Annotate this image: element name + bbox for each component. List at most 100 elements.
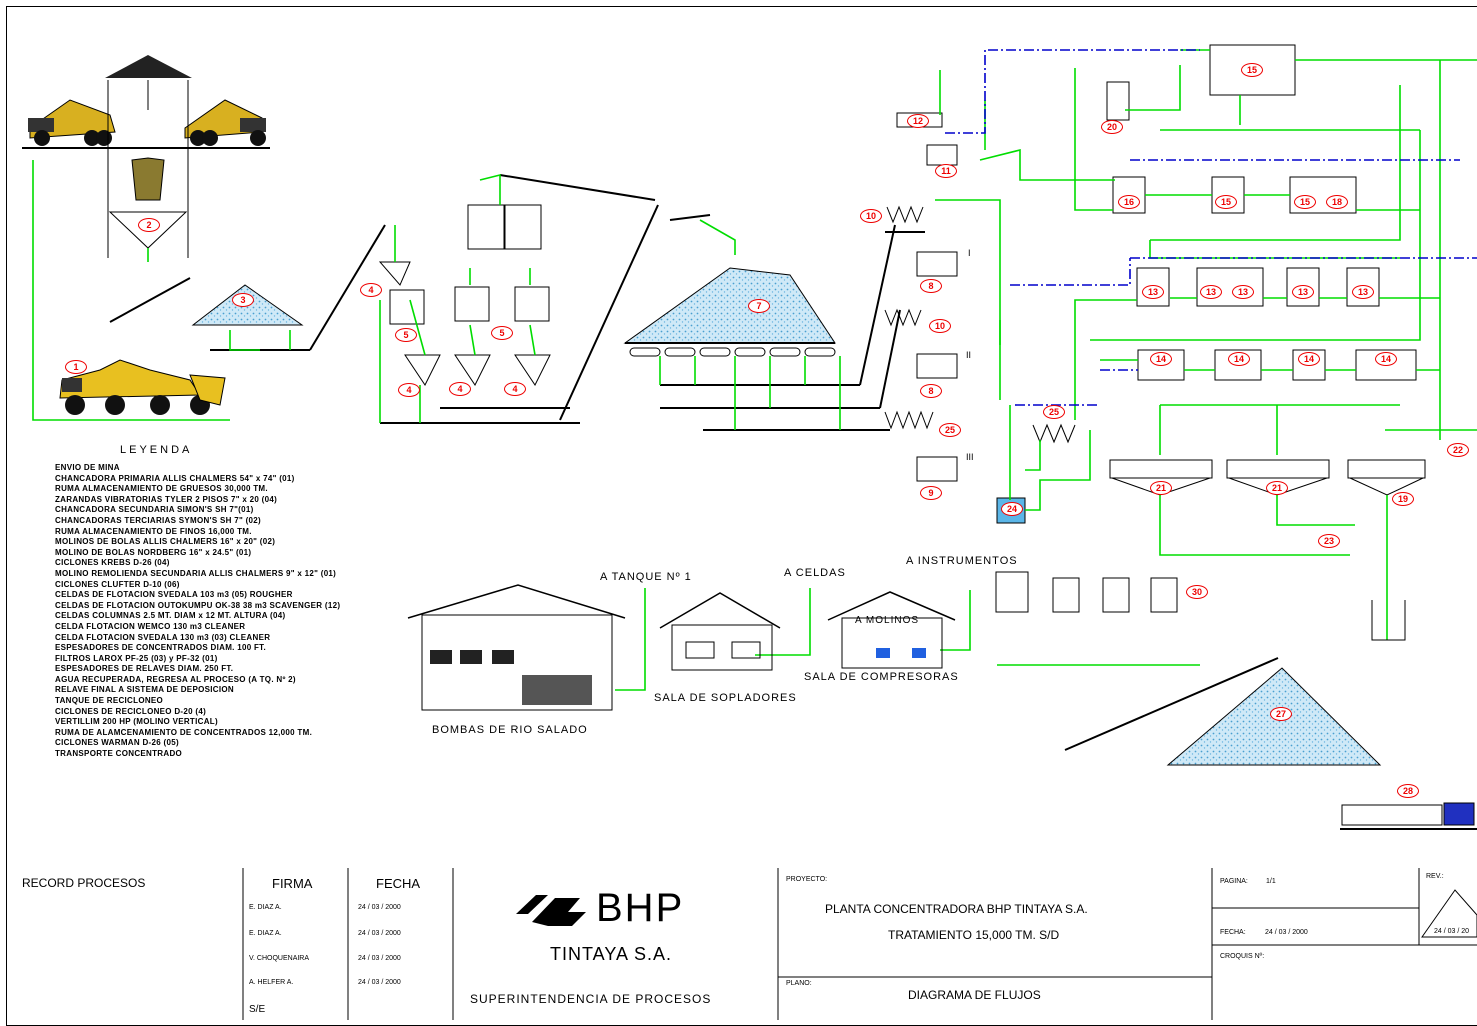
record-label: RECORD PROCESOS	[22, 876, 145, 890]
equipment-tag: 13	[1232, 285, 1254, 299]
equipment-tag: 25	[1043, 405, 1065, 419]
legend-item: TANQUE DE RECICLONEO	[55, 696, 340, 707]
company-logo-text: BHP	[596, 886, 684, 931]
department-label: SUPERINTENDENCIA DE PROCESOS	[470, 992, 711, 1006]
legend-item: CELDAS COLUMNAS 2.5 MT. DIAM x 12 MT. AL…	[55, 611, 340, 622]
equipment-tag: 21	[1266, 481, 1288, 495]
title-block-grid	[243, 868, 1477, 1020]
legend-item: FILTROS LAROX PF-25 (03) y PF-32 (01)	[55, 654, 340, 665]
legend-item: AGUA RECUPERADA, REGRESA AL PROCESO (A T…	[55, 675, 340, 686]
legend-item: TRANSPORTE CONCENTRADO	[55, 749, 340, 760]
sign-date: 24 / 03 / 2000	[358, 979, 401, 986]
legend-item: CELDA FLOTACION SVEDALA 130 m3 (03) CLEA…	[55, 633, 340, 644]
equipment-tag: 14	[1228, 352, 1250, 366]
signer-name: A. HELFER A.	[249, 979, 293, 986]
equipment-tag: 4	[504, 382, 526, 396]
rev-date: 24 / 03 / 20	[1434, 928, 1469, 935]
equipment-tag: 2	[138, 218, 160, 232]
legend-title: LEYENDA	[120, 444, 192, 456]
equipment-tag: 28	[1397, 784, 1419, 798]
legend-item: CELDAS DE FLOTACION OUTOKUMPU OK-38 38 m…	[55, 601, 340, 612]
legend-item: CELDAS DE FLOTACION SVEDALA 103 m3 (05) …	[55, 590, 340, 601]
flotation-cells	[1107, 45, 1416, 380]
equipment-tag: 5	[395, 328, 417, 342]
equipment-tag: 25	[939, 423, 961, 437]
legend-item: RUMA ALMACENAMIENTO DE FINOS 16,000 TM.	[55, 527, 340, 538]
equipment-tag: 5	[491, 326, 513, 340]
equipment-tag: 8	[920, 384, 942, 398]
legend-item: ENVIO DE MINA	[55, 463, 340, 474]
legend-item: MOLINOS DE BOLAS ALLIS CHALMERS 16" x 20…	[55, 537, 340, 548]
equipment-tag: 7	[748, 299, 770, 313]
mill-numeral: II	[966, 350, 971, 360]
signer-name: E. DIAZ A.	[249, 904, 282, 911]
equipment-tag: 12	[907, 114, 929, 128]
legend-list: ENVIO DE MINA CHANCADORA PRIMARIA ALLIS …	[55, 463, 340, 760]
proyecto-label: PROYECTO:	[786, 876, 827, 883]
equipment-tag: 3	[232, 293, 254, 307]
filters	[996, 572, 1177, 612]
scale-label: S/E	[249, 1004, 265, 1015]
mill-numeral: III	[966, 452, 974, 462]
legend-item: CICLONES DE RECICLONEO D-20 (4)	[55, 707, 340, 718]
equipment-tag: 9	[920, 486, 942, 500]
equipment-tag: 24	[1001, 502, 1023, 516]
equipment-tag: 11	[935, 164, 957, 178]
rev-label: REV.:	[1426, 873, 1444, 880]
legend-item: ZARANDAS VIBRATORIAS TYLER 2 PISOS 7" x …	[55, 495, 340, 506]
drawing-title: DIAGRAMA DE FLUJOS	[908, 988, 1041, 1002]
fecha-value: 24 / 03 / 2000	[1265, 929, 1308, 936]
croquis-label: CROQUIS Nº:	[1220, 953, 1264, 960]
legend-item: RELAVE FINAL A SISTEMA DE DEPOSICION	[55, 685, 340, 696]
legend-item: CHANCADORA PRIMARIA ALLIS CHALMERS 54" x…	[55, 474, 340, 485]
label-a-instrumentos: A INSTRUMENTOS	[906, 555, 1018, 567]
equipment-tag: 8	[920, 279, 942, 293]
fine-stockpile	[625, 268, 835, 343]
legend-item: RUMA ALMACENAMIENTO DE GRUESOS 30,000 TM…	[55, 484, 340, 495]
equipment-tag: 15	[1241, 63, 1263, 77]
mill-numeral: I	[968, 248, 971, 258]
equipment-tag: 10	[929, 319, 951, 333]
equipment-tag: 20	[1101, 120, 1123, 134]
plano-label: PLANO:	[786, 980, 812, 987]
legend-item: CICLONES WARMAN D-26 (05)	[55, 738, 340, 749]
equipment-tag: 4	[398, 383, 420, 397]
equipment-tag: 27	[1270, 707, 1292, 721]
cyclones	[885, 113, 1075, 442]
concentrate-truck	[1340, 803, 1477, 829]
sign-date: 24 / 03 / 2000	[358, 904, 401, 911]
water-lines	[945, 50, 1477, 405]
bhp-logo-mark	[516, 895, 586, 926]
pagina-value: 1/1	[1266, 878, 1276, 885]
project-capacity: TRATAMIENTO 15,000 TM. S/D	[888, 928, 1059, 942]
equipment-tag: 13	[1200, 285, 1222, 299]
label-compresoras: SALA DE COMPRESORAS	[804, 671, 959, 683]
equipment-tag: 13	[1352, 285, 1374, 299]
label-sopladores: SALA DE SOPLADORES	[654, 692, 797, 704]
conveyor-1	[110, 278, 190, 322]
legend-item: CICLONES KREBS D-26 (04)	[55, 558, 340, 569]
legend-item: MOLINO REMOLIENDA SECUNDARIA ALLIS CHALM…	[55, 569, 340, 580]
equipment-tag: 23	[1318, 534, 1340, 548]
bombas-building	[408, 585, 625, 710]
equipment-tag: 21	[1150, 481, 1172, 495]
equipment-tag: 15	[1294, 195, 1316, 209]
mine-trucks	[22, 100, 270, 148]
equipment-tag: 30	[1186, 585, 1208, 599]
equipment-tag: 16	[1118, 195, 1140, 209]
equipment-tag: 18	[1326, 195, 1348, 209]
label-a-tanque: A TANQUE Nº 1	[600, 571, 692, 583]
equipment-tag: 4	[449, 382, 471, 396]
legend-item: CICLONES CLUFTER D-10 (06)	[55, 580, 340, 591]
sign-date: 24 / 03 / 2000	[358, 955, 401, 962]
legend-item: CHANCADORA SECUNDARIA SIMON'S SH 7"(01)	[55, 505, 340, 516]
signer-name: V. CHOQUENAIRA	[249, 955, 309, 962]
equipment-tag: 13	[1142, 285, 1164, 299]
legend-item: VERTILLIM 200 HP (MOLINO VERTICAL)	[55, 717, 340, 728]
label-a-celdas: A CELDAS	[784, 567, 846, 579]
sign-date: 24 / 03 / 2000	[358, 930, 401, 937]
equipment-tag: 19	[1392, 492, 1414, 506]
project-name: PLANTA CONCENTRADORA BHP TINTAYA S.A.	[825, 902, 1088, 916]
equipment-tag: 22	[1447, 443, 1469, 457]
label-a-molinos: A MOLINOS	[855, 615, 919, 626]
